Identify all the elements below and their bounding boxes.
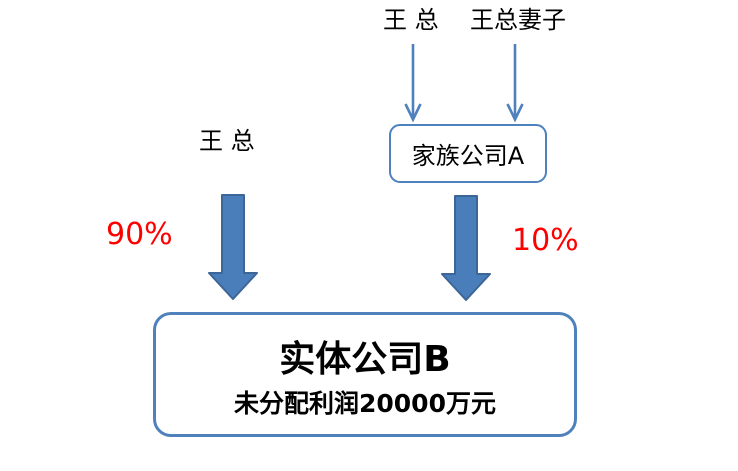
entity-company-box: 实体公司B 未分配利润20000万元	[153, 312, 577, 437]
thin-down-arrow-wife-icon	[506, 44, 524, 123]
thick-down-arrow-90-icon	[208, 194, 258, 300]
thin-down-arrow-husband-icon	[404, 44, 422, 123]
family-company-box: 家族公司A	[389, 124, 547, 183]
entity-company-subtitle: 未分配利润20000万元	[234, 388, 496, 418]
share-label-90: 90%	[106, 217, 173, 252]
thick-down-arrow-10-icon	[441, 195, 491, 301]
family-company-label: 家族公司A	[411, 142, 525, 170]
left-person-label: 王 总	[199, 127, 255, 155]
top-label-husband: 王 总	[383, 6, 439, 34]
top-label-wife: 王总妻子	[470, 6, 566, 34]
share-label-10: 10%	[512, 223, 579, 258]
entity-company-title: 实体公司B	[279, 338, 451, 380]
